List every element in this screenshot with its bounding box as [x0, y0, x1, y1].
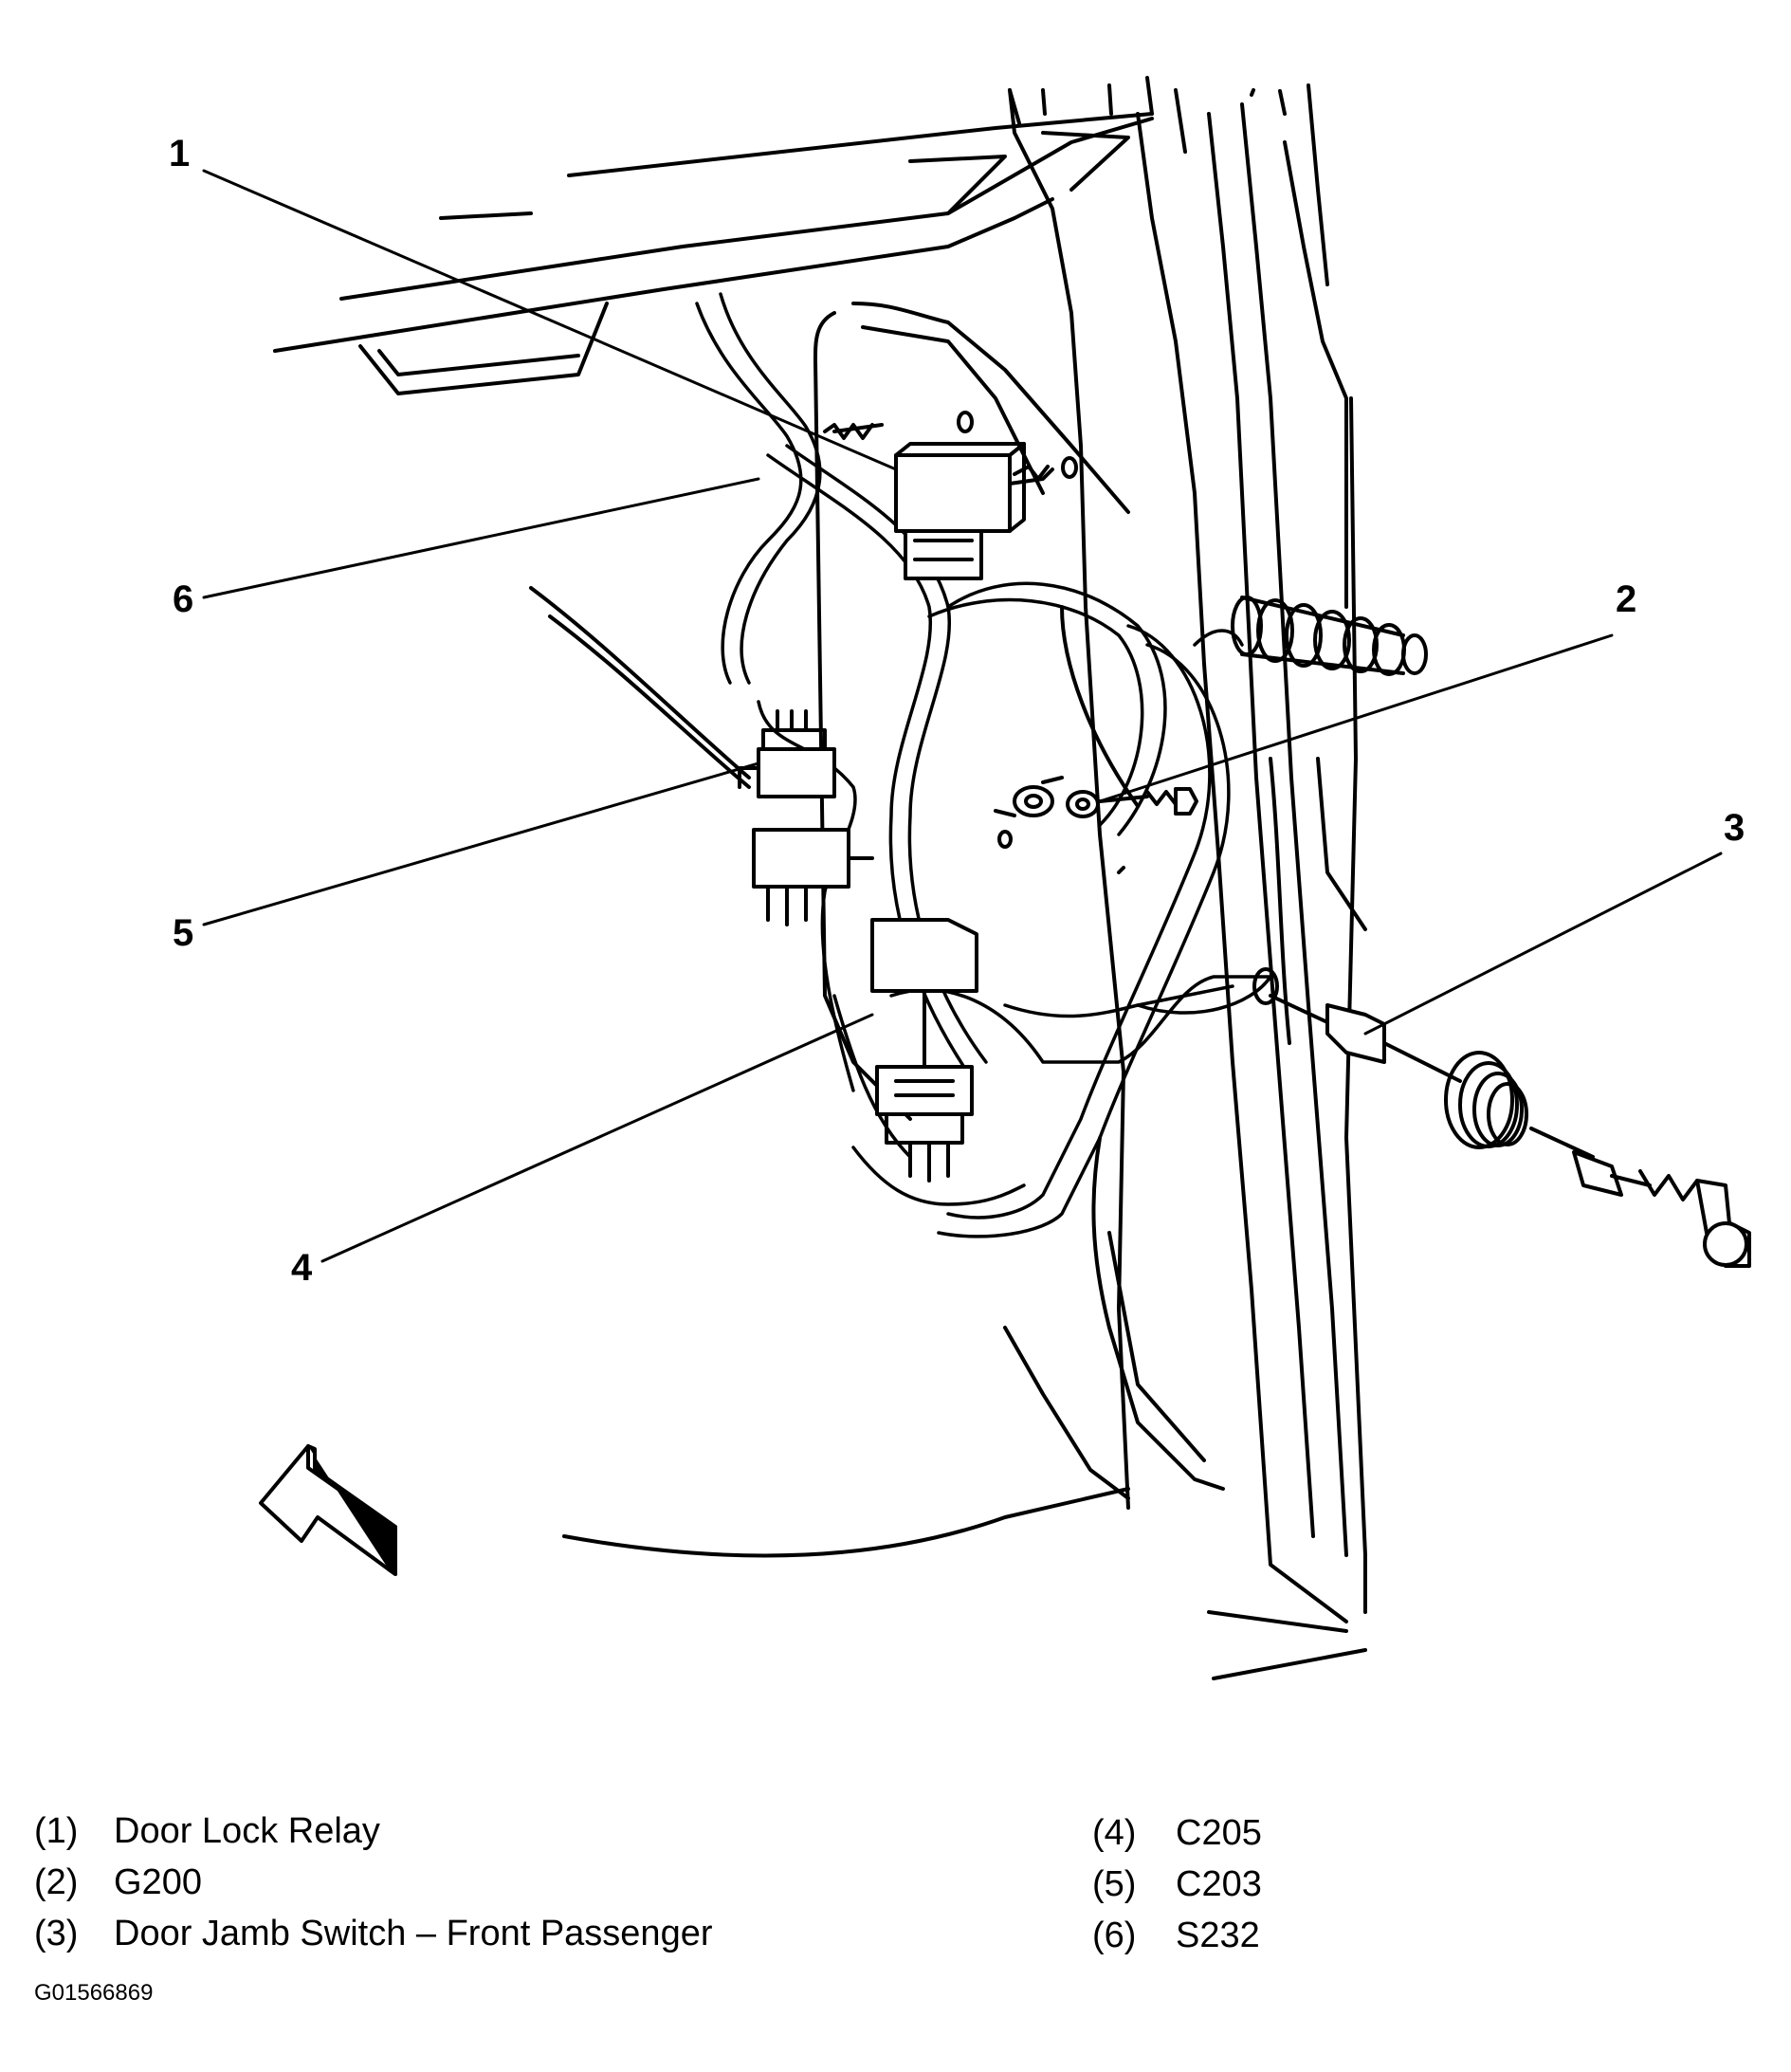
leader-1: [202, 169, 898, 471]
callout-6: 6: [173, 578, 194, 620]
legend-text-3: Door Jamb Switch – Front Passenger: [114, 1914, 713, 1953]
leader-3: [1363, 852, 1723, 1036]
legend-text-2: G200: [114, 1862, 202, 1902]
callout-5: 5: [173, 912, 194, 954]
legend-num-6: (6): [1092, 1916, 1137, 1955]
leader-2: [1098, 633, 1614, 803]
legend-num-2: (2): [34, 1862, 79, 1902]
legend-num-3: (3): [34, 1914, 79, 1953]
legend-text-4: C205: [1176, 1813, 1262, 1853]
door-jamb-switch: [1252, 967, 1751, 1268]
legend-num-1: (1): [34, 1811, 79, 1851]
callout-1: 1: [169, 133, 191, 174]
figure-id: G01566869: [34, 1980, 154, 2006]
leader-lines: [202, 169, 1723, 1263]
ground-g200: [994, 776, 1198, 874]
door-top-rail: [273, 112, 1154, 395]
callout-2: 2: [1616, 578, 1637, 620]
legend-num-5: (5): [1092, 1864, 1137, 1904]
direction-arrow-icon: [259, 1444, 397, 1576]
wiring-harness: [695, 292, 1272, 1238]
door-lock-relay: [823, 411, 1078, 580]
wiring-diagram: [202, 76, 1751, 1680]
callout-4: 4: [291, 1247, 313, 1289]
legend-text-1: Door Lock Relay: [114, 1811, 380, 1851]
legend-text-6: S232: [1176, 1916, 1260, 1955]
legend-num-4: (4): [1092, 1813, 1137, 1853]
callout-3: 3: [1724, 807, 1745, 849]
legend-text-5: C203: [1176, 1864, 1262, 1904]
door-pillar: [1003, 76, 1367, 1680]
leader-5: [202, 761, 760, 926]
leader-6: [202, 477, 760, 599]
leader-4: [320, 1013, 874, 1263]
connector-c203: [738, 709, 874, 926]
door-grommet: [1231, 596, 1428, 676]
connector-c205: [870, 918, 978, 1183]
